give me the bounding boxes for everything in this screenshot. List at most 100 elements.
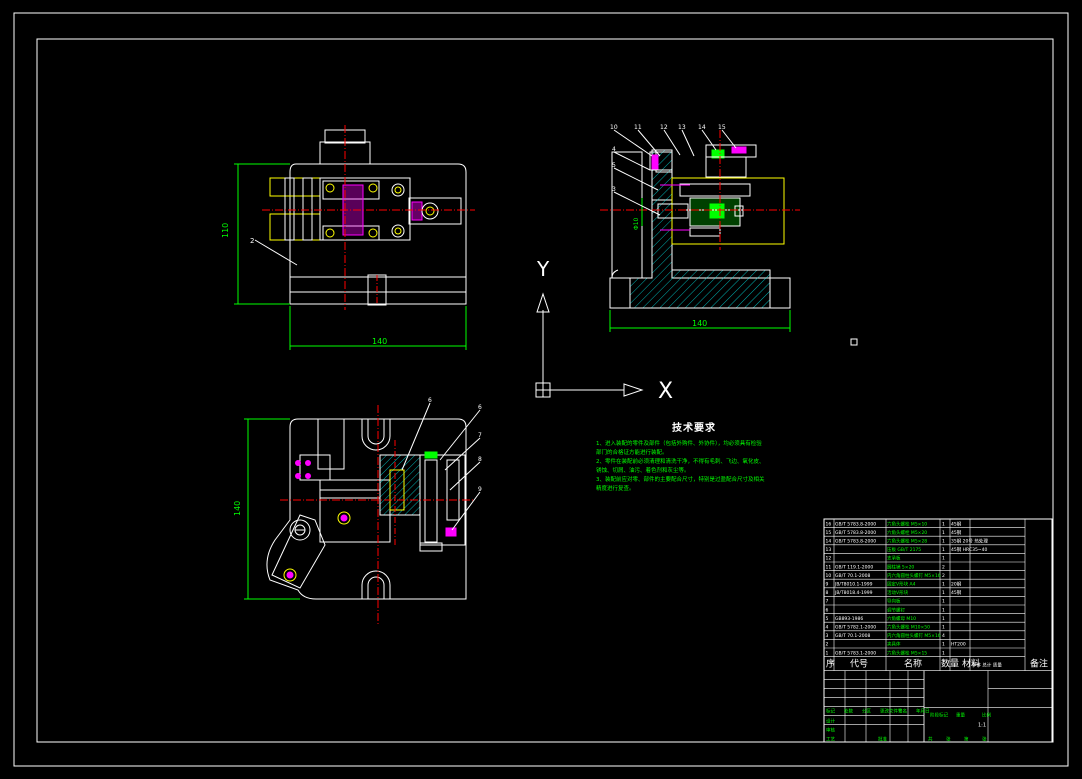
part-number-cell: 2 [826, 642, 829, 648]
part-name-cell: 内六角圆柱头螺钉 M5×16 [887, 632, 941, 639]
ucs-axis-icon [535, 292, 858, 398]
part-name-cell: 内六角圆柱头螺钉 M5×16 [887, 572, 941, 579]
front-view [244, 402, 481, 625]
part-qty-cell: 2 [942, 573, 945, 579]
part-name-cell: 调节螺钉 [887, 606, 905, 613]
sheet-count-cell: 张 [946, 736, 951, 743]
table-header-cell: 数量 [941, 658, 959, 670]
stage-label-cell: 重量 [956, 712, 965, 719]
part-name-cell: 夹具体 [887, 641, 901, 648]
svg-text:4: 4 [612, 146, 616, 153]
table-header-cell: 备注 [1030, 658, 1048, 670]
part-code-cell: GB/T 5783.1-2000 [835, 650, 876, 656]
svg-text:7: 7 [478, 432, 482, 439]
part-qty-cell: 2 [942, 564, 945, 570]
part-number-cell: 5 [826, 616, 829, 622]
side-view-leader-numbers: 10 11 12 13 14 15 4 5 3 [610, 124, 726, 193]
axis-y-label: Y [536, 257, 550, 281]
svg-text:12: 12 [660, 124, 668, 131]
part-code-cell: GB/T 5782.1-2000 [835, 625, 876, 631]
part-qty-cell: 1 [942, 625, 945, 631]
table-header-cell: 序 [826, 658, 835, 670]
part-material-cell: HT200 [951, 642, 966, 648]
part-material-cell: 45钢 [951, 529, 962, 536]
part-code-cell: GB/T 5783.8-2000 [835, 521, 876, 527]
part-name-cell: 支承板 [887, 555, 901, 562]
stage-label-cell: 阶段标记 [930, 712, 948, 719]
part-name-cell: 六角头螺栓 M10×50 [887, 624, 930, 631]
part-name-cell: 压板 GB/T 2175 [887, 546, 921, 553]
part-number-cell: 13 [826, 547, 832, 553]
svg-text:8: 8 [478, 456, 482, 463]
part-number-cell: 12 [826, 556, 832, 562]
svg-text:13: 13 [678, 124, 686, 131]
leader-2: 2 [250, 237, 254, 245]
part-qty-cell: 1 [942, 607, 945, 613]
table-header-cell: 名称 [904, 658, 922, 670]
part-code-cell: GB893-1986 [835, 616, 863, 622]
axis-x-label: X [658, 379, 673, 404]
part-code-cell: GB/T 5783.8-2000 [835, 530, 876, 536]
part-qty-cell: 1 [942, 582, 945, 588]
revision-header-cell: 年月日 [916, 708, 930, 715]
design-label: 设计 [826, 718, 835, 725]
part-code-cell: GB/T 70.1-2008 [835, 633, 871, 639]
dim-side-small: Φ10 [633, 217, 640, 230]
part-qty-cell: 1 [942, 547, 945, 553]
part-number-cell: 6 [826, 607, 829, 613]
dim-side-width: 140 [692, 319, 707, 328]
part-name-cell: 导向板 [887, 598, 901, 605]
table-header-cell: 代号 [850, 659, 868, 670]
svg-text:6: 6 [478, 404, 482, 411]
side-view [600, 129, 800, 332]
part-number-cell: 7 [826, 599, 829, 605]
part-code-cell: GB/T 5783.8-2000 [835, 539, 876, 545]
svg-text:10: 10 [610, 124, 618, 131]
part-number-cell: 10 [826, 573, 832, 579]
stage-label-cell: 比例 [982, 712, 991, 719]
technical-requirement-line: 1、进入装配的零件及部件（包括外购件、外协件），均必须具有检验 [596, 441, 762, 447]
part-material-cell: 45钢 [951, 520, 962, 527]
part-number-cell: 3 [826, 633, 829, 639]
part-material-cell: 45钢 [951, 589, 962, 596]
part-code-cell: JB/T8010.1-1999 [834, 582, 873, 588]
top-view [234, 125, 475, 350]
dim-front-height: 140 [233, 501, 242, 516]
part-qty-cell: 1 [942, 556, 945, 562]
technical-requirement-line: 锈蚀、切屑、油污、着色剂和灰尘等。 [596, 468, 690, 474]
svg-text:5: 5 [612, 162, 616, 169]
part-number-cell: 14 [826, 539, 832, 545]
technical-requirement-line: 部门的合格证方能进行装配。 [596, 450, 668, 456]
part-qty-cell: 1 [942, 521, 945, 527]
part-name-cell: 圆柱销 5×20 [887, 563, 914, 570]
revision-header-cell: 签名 [898, 708, 907, 715]
part-name-cell: 六角头螺栓 M5×28 [887, 538, 927, 545]
outer-frame [13, 12, 1069, 767]
technical-requirement-line: 2、零件在装配前必须清理和清洗干净，不得有毛刺、飞边、氧化皮、 [596, 459, 765, 465]
part-material-cell: 20钢 [951, 581, 962, 588]
front-view-leader-numbers: 6 6 7 8 9 [428, 397, 482, 493]
dim-top-height: 110 [221, 223, 230, 238]
part-name-cell: 六角螺母 M10 [887, 615, 916, 622]
scale-value: 1:1 [978, 723, 986, 729]
svg-text:9: 9 [478, 486, 482, 493]
part-qty-cell: 1 [942, 590, 945, 596]
technical-requirement-line: 精度进行复查。 [596, 486, 635, 492]
part-name-cell: 活动V形块 [887, 589, 909, 596]
revision-header-cell: 分区 [862, 708, 871, 715]
approve-label: 批准 [878, 736, 887, 743]
technical-requirements-list: 1、进入装配的零件及部件（包括外购件、外协件），均必须具有检验部门的合格证方能进… [596, 440, 796, 494]
part-material-cell: 35钢 20号 热处理 [951, 538, 988, 545]
part-name-cell: 六角头螺栓 M5×15 [887, 649, 927, 656]
inner-frame [36, 38, 1054, 743]
table-header-cell: 材料 [962, 658, 980, 670]
part-number-cell: 1 [826, 650, 829, 656]
part-qty-cell: 1 [942, 642, 945, 648]
part-qty-cell: 1 [942, 650, 945, 656]
part-number-cell: 8 [826, 590, 829, 596]
part-number-cell: 16 [826, 521, 832, 527]
svg-text:14: 14 [698, 124, 706, 131]
sheet-count-cell: 第 [964, 736, 969, 743]
part-qty-cell: 1 [942, 599, 945, 605]
